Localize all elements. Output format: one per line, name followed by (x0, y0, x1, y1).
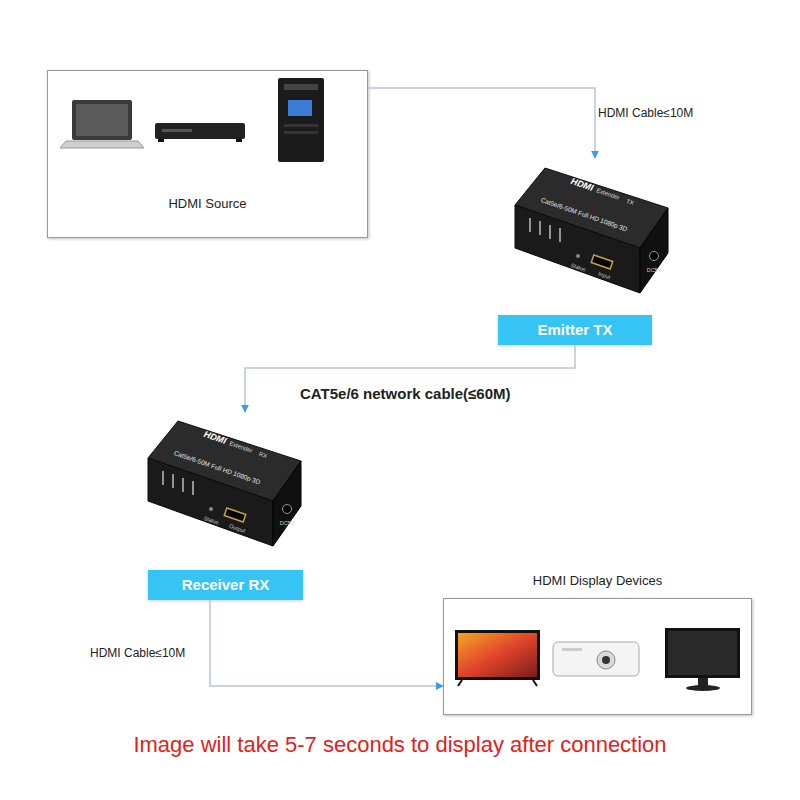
laptop-base (60, 141, 144, 148)
cable-label: CAT5e/6 network cable(≤60M) (300, 385, 511, 402)
laptop-icon (60, 100, 144, 148)
tv-screen (458, 633, 537, 677)
device-marking: Input (597, 271, 610, 280)
projector-glass (602, 656, 610, 664)
projector-body (553, 642, 639, 676)
group-heading: HDMI Display Devices (444, 573, 751, 588)
tv-foot (533, 680, 537, 686)
cable-label: HDMI Cable≤10M (598, 106, 693, 120)
group-heading: HDMI Source (48, 196, 367, 211)
laptop-screen (72, 100, 132, 140)
cable-connector (368, 88, 595, 158)
monitor-base (686, 685, 720, 691)
cable-connector (245, 345, 575, 412)
source-box: HDMI Source (47, 70, 368, 238)
monitor-neck (698, 678, 708, 686)
tv-icon (455, 630, 540, 686)
display-box: HDMI Display Devices (443, 598, 752, 715)
device-marking: DC5V (647, 268, 662, 274)
laptop-display (76, 104, 128, 136)
device-marking: DC5V (280, 521, 295, 527)
player-foot (236, 139, 242, 142)
player-body (155, 123, 245, 139)
pc-slot (284, 124, 318, 127)
pc-tower-icon (278, 78, 324, 162)
pc-case (278, 78, 324, 162)
receiver-illustration (148, 421, 301, 546)
transmitter-illustration (515, 168, 668, 293)
monitor-screen (668, 631, 737, 675)
pc-bay (284, 84, 318, 90)
player-foot (158, 139, 164, 142)
pc-display (288, 100, 312, 116)
cable-connector (210, 600, 443, 686)
receiver-unit: Receiver RX (148, 412, 318, 600)
pc-slot (284, 131, 318, 134)
cable-label: HDMI Cable≤10M (90, 646, 185, 660)
tv-frame (455, 630, 540, 680)
projector-vent (562, 648, 582, 651)
player-icon (155, 123, 245, 142)
monitor-frame (665, 628, 740, 678)
projector-icon (553, 642, 639, 676)
unit-badge: Receiver RX (148, 570, 303, 600)
tv-foot (458, 680, 462, 686)
player-tray (162, 129, 192, 132)
caption-note: Image will take 5-7 seconds to display a… (0, 732, 800, 758)
monitor-icon (665, 628, 740, 691)
unit-badge: Emitter TX (498, 315, 652, 345)
projector-lens (597, 651, 615, 669)
